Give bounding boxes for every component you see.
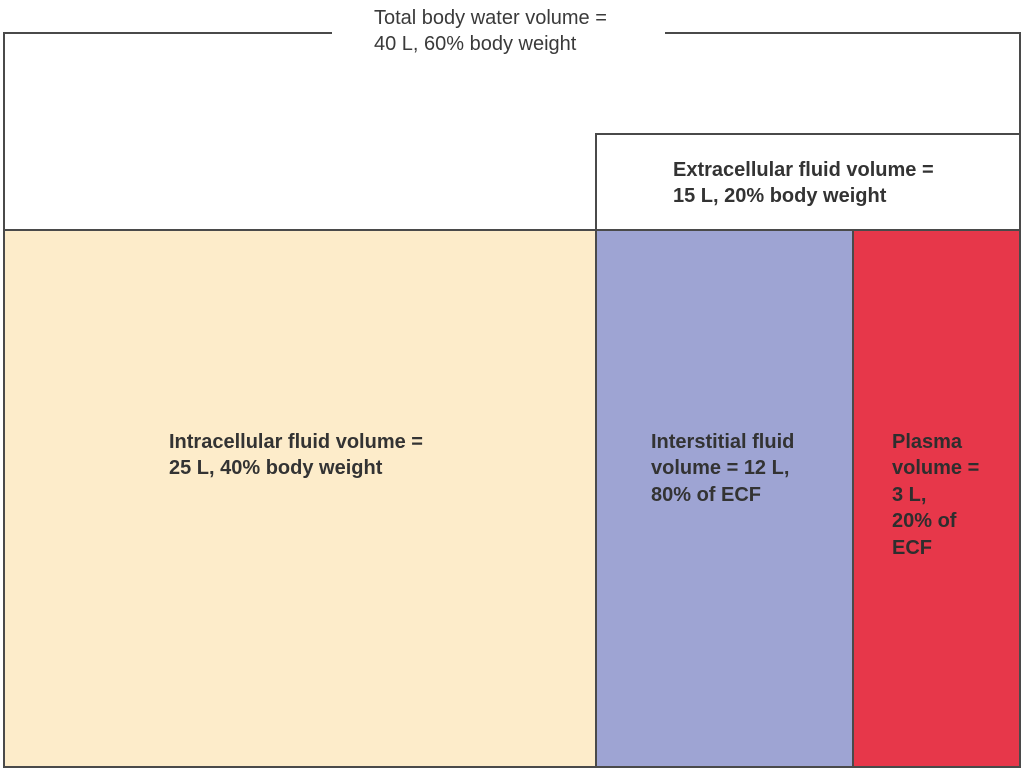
isf-label-line1: Interstitial fluid — [651, 431, 795, 453]
total-label-line1: Total body water volume = — [374, 7, 607, 29]
total-top-line-right — [665, 32, 1021, 34]
total-top-line-left — [3, 32, 332, 34]
total-body-water-label: Total body water volume = 40 L, 60% body… — [374, 5, 607, 58]
extracellular-fluid-label: Extracellular fluid volume = 15 L, 20% b… — [673, 157, 934, 210]
total-label-line2: 40 L, 60% body weight — [374, 33, 577, 56]
interstitial-fluid-label: Interstitial fluid volume = 12 L, 80% of… — [651, 429, 794, 508]
isf-label-line3: 80% of ECF — [651, 483, 762, 506]
intracellular-fluid-label: Intracellular fluid volume = 25 L, 40% b… — [169, 429, 423, 482]
plasma-label-line2: volume = — [892, 457, 980, 480]
isf-label-line2: volume = 12 L, — [651, 457, 790, 480]
plasma-label: Plasma volume = 3 L, 20% of ECF — [892, 429, 979, 561]
plasma-label-line4: 20% of — [892, 510, 957, 533]
plasma-compartment — [852, 229, 1021, 768]
icf-label-line1: Intracellular fluid volume = — [169, 431, 423, 453]
plasma-label-line5: ECF — [892, 536, 932, 559]
interstitial-fluid-compartment — [595, 229, 854, 768]
intracellular-fluid-compartment — [3, 229, 597, 768]
plasma-label-line1: Plasma — [892, 431, 963, 453]
ecf-label-line1: Extracellular fluid volume = — [673, 159, 934, 181]
ecf-label-line2: 15 L, 20% body weight — [673, 185, 887, 208]
icf-label-line2: 25 L, 40% body weight — [169, 457, 383, 480]
plasma-label-line3: 3 L, — [892, 483, 927, 506]
